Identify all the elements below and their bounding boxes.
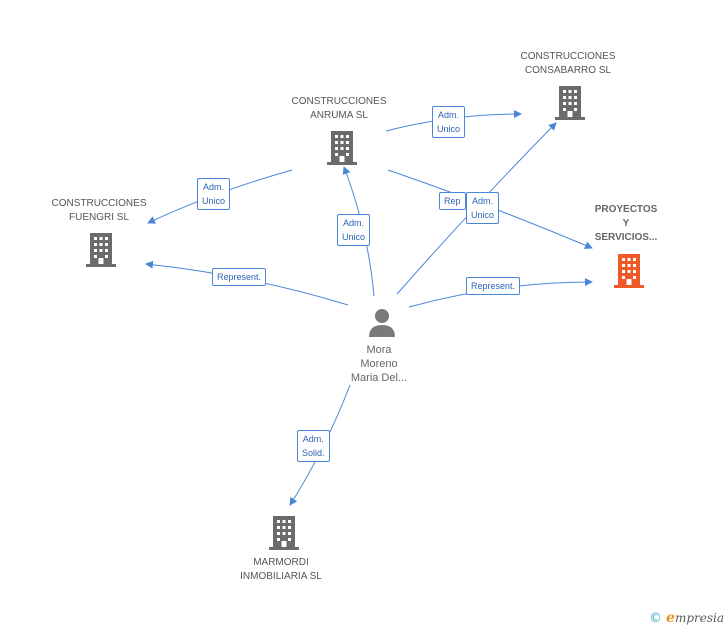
node-label-line: Mora bbox=[366, 344, 392, 356]
node-label-line: CONSTRUCCIONES bbox=[520, 51, 616, 62]
node-label-line: CONSTRUCCIONES bbox=[51, 198, 147, 209]
edge-label-anruma-proyectos[interactable]: Rep bbox=[439, 192, 466, 210]
node-label-line: CONSABARRO SL bbox=[524, 65, 612, 76]
edge-label-line: Represent. bbox=[471, 281, 516, 291]
edge-label-line: Adm. bbox=[438, 110, 460, 120]
edge-label-line: Adm. bbox=[472, 196, 494, 206]
edge-label-line: Adm. bbox=[203, 182, 225, 192]
brand-name: mpresia bbox=[674, 611, 724, 625]
edge-label-person-proyectos[interactable]: Represent. bbox=[466, 277, 521, 295]
edge-label-line: Unico bbox=[437, 124, 461, 134]
building-icon[interactable] bbox=[269, 516, 299, 550]
edge-label-person-consabarro[interactable]: Adm. Unico bbox=[466, 192, 500, 224]
node-label-line: Y bbox=[622, 218, 630, 229]
node-label-line: Moreno bbox=[360, 358, 398, 370]
building-icon[interactable] bbox=[327, 131, 357, 165]
node-label-line: Maria Del... bbox=[350, 372, 408, 384]
node-label-line: MARMORDI bbox=[253, 557, 309, 568]
edge-label-line: Adm. bbox=[302, 434, 324, 444]
edge-label-line: Unico bbox=[202, 196, 226, 206]
node-label-proyectos[interactable]: PROYECTOS Y SERVICIOS... bbox=[595, 203, 658, 245]
edge-label-person-fuengri[interactable]: Represent. bbox=[212, 268, 267, 286]
node-label-person[interactable]: Mora Moreno Maria Del... bbox=[351, 343, 407, 385]
person-icon[interactable] bbox=[367, 307, 397, 337]
edge-label-line: Solid. bbox=[302, 448, 325, 458]
node-label-line: INMOBILIARIA SL bbox=[240, 571, 322, 582]
building-icon[interactable] bbox=[555, 86, 585, 120]
edge-label-person-anruma[interactable]: Adm. Unico bbox=[337, 214, 371, 246]
node-label-line: FUENGRI SL bbox=[68, 212, 130, 223]
node-label-line: ANRUMA SL bbox=[310, 110, 368, 121]
edge-label-anruma-consabarro[interactable]: Adm. Unico bbox=[432, 106, 466, 138]
edge-label-person-marmordi[interactable]: Adm. Solid. bbox=[297, 430, 330, 462]
edge-label-anruma-fuengri[interactable]: Adm. Unico bbox=[197, 178, 231, 210]
node-label-line: SERVICIOS... bbox=[594, 232, 658, 243]
edge-label-line: Represent. bbox=[217, 272, 262, 282]
node-label-consabarro[interactable]: CONSTRUCCIONES CONSABARRO SL bbox=[520, 50, 615, 78]
edge-label-line: Adm. bbox=[343, 218, 365, 228]
edge-label-line: Unico bbox=[342, 232, 366, 242]
copyright-icon: © bbox=[649, 611, 663, 626]
brand-logo[interactable]: ©empresia bbox=[649, 610, 724, 626]
building-icon[interactable] bbox=[86, 233, 116, 267]
node-label-anruma[interactable]: CONSTRUCCIONES ANRUMA SL bbox=[291, 95, 386, 123]
brand-initial: e bbox=[666, 610, 675, 626]
building-icon-highlighted[interactable] bbox=[614, 254, 644, 288]
node-label-line: CONSTRUCCIONES bbox=[291, 96, 387, 107]
edge-label-line: Unico bbox=[471, 210, 495, 220]
node-label-fuengri[interactable]: CONSTRUCCIONES FUENGRI SL bbox=[51, 197, 146, 225]
node-label-line: PROYECTOS bbox=[594, 204, 658, 215]
node-label-marmordi[interactable]: MARMORDI INMOBILIARIA SL bbox=[240, 556, 322, 584]
edge-label-line: Rep bbox=[444, 196, 461, 206]
